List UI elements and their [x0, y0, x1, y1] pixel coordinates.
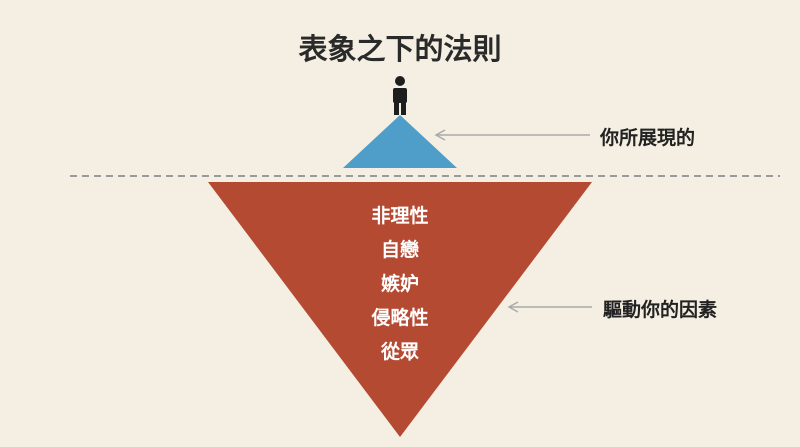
- arrow-left-icon: [434, 129, 590, 141]
- iceberg-base: [208, 182, 592, 437]
- visible-label: 你所展現的: [600, 127, 696, 149]
- iceberg-tip: [343, 115, 457, 168]
- trait-item: 自戀: [380, 239, 419, 261]
- person-standing-icon: [393, 76, 407, 115]
- trait-item: 嫉妒: [380, 273, 419, 295]
- trait-item: 侵略性: [371, 307, 429, 329]
- diagram-title: 表象之下的法則: [298, 32, 502, 66]
- trait-item: 非理性: [371, 205, 429, 227]
- trait-item: 從眾: [380, 341, 419, 363]
- hidden-label: 驅動你的因素: [603, 299, 718, 321]
- arrow-left-icon: [507, 301, 592, 313]
- trait-list: 非理性 自戀 嫉妒 侵略性 從眾: [340, 199, 460, 369]
